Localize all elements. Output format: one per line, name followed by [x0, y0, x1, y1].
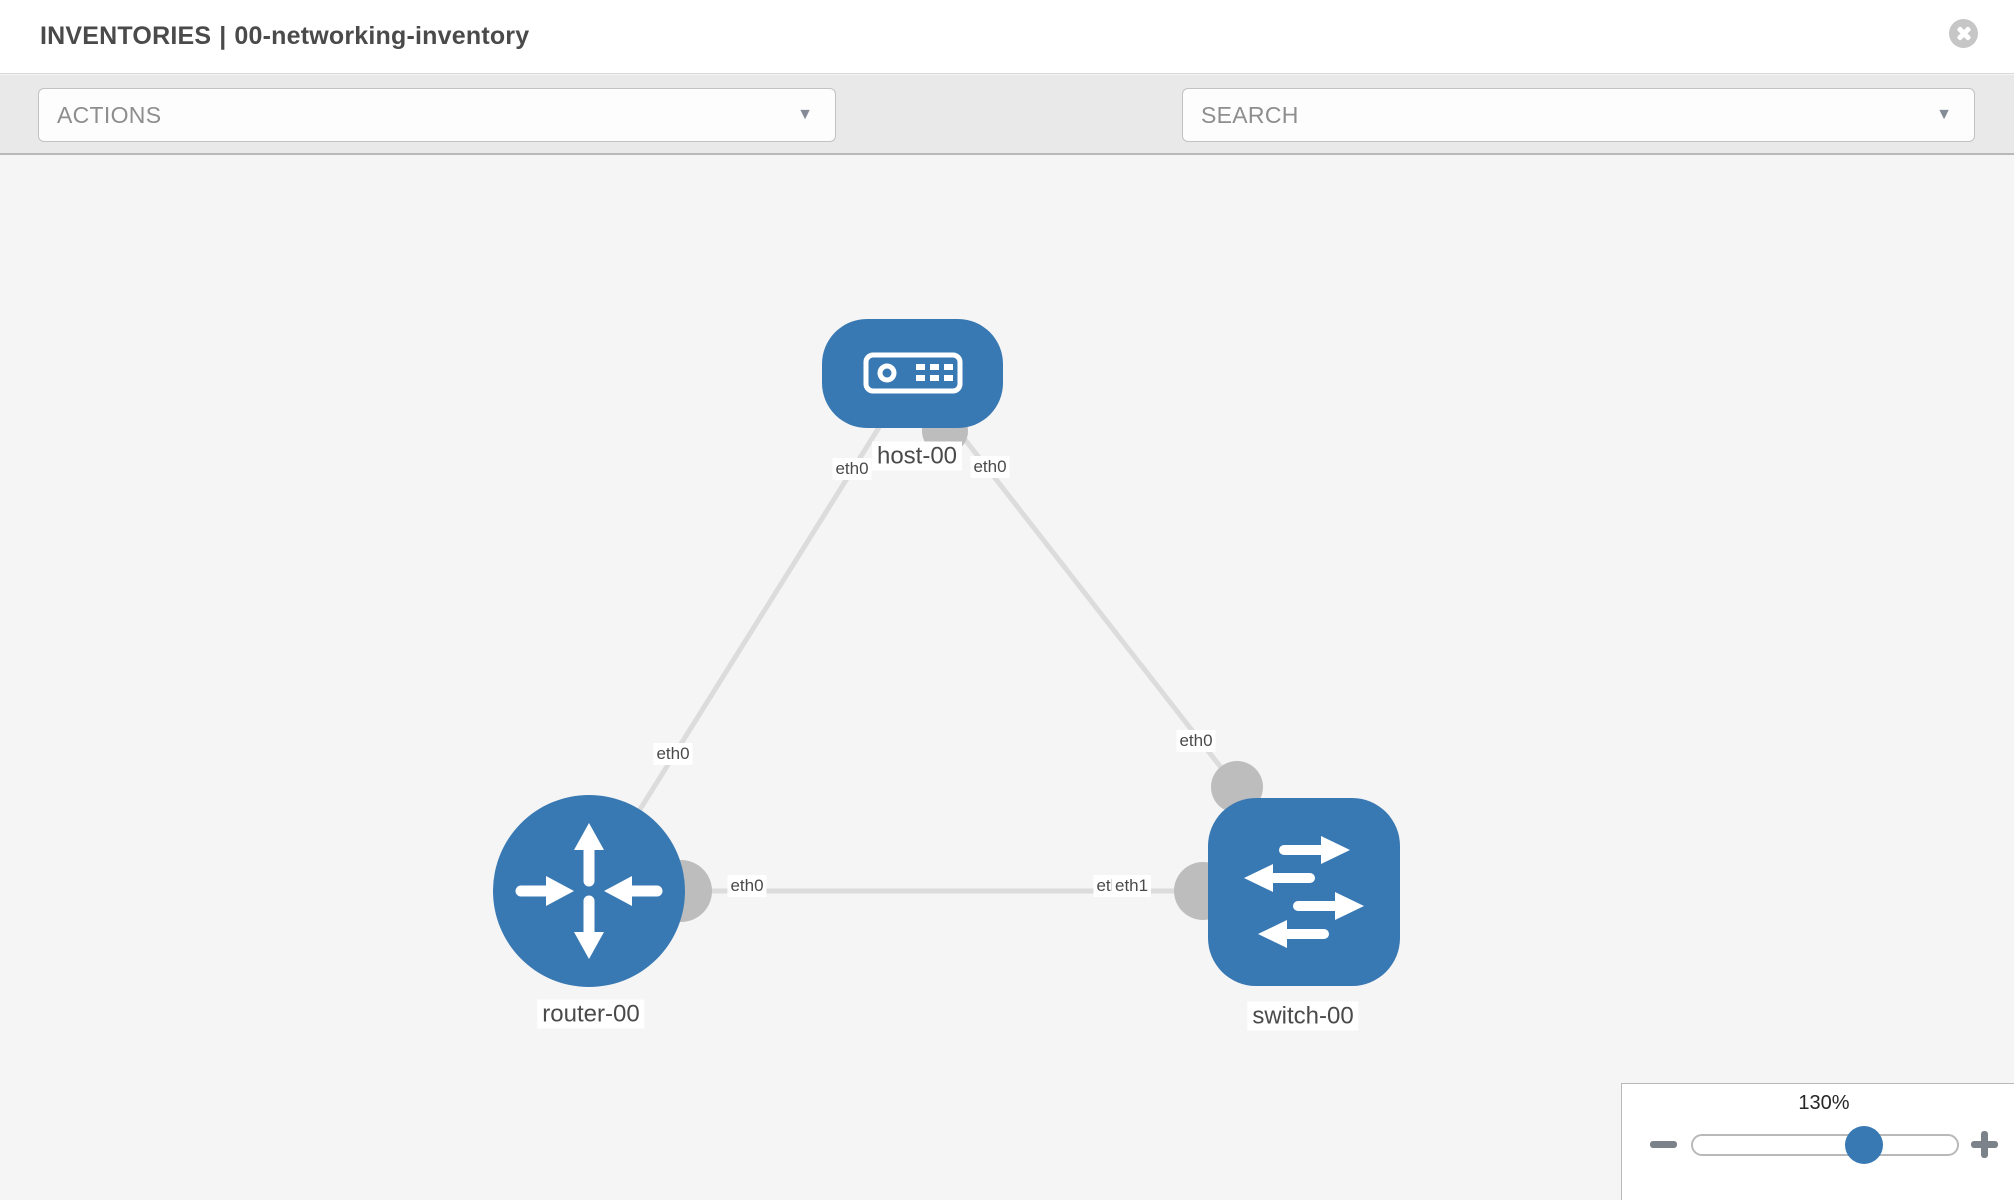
topology-canvas[interactable]: eth0 host-00 eth0 eth0 eth0 eth0 eth0 et…	[0, 156, 2014, 1200]
breadcrumb-section: INVENTORIES	[40, 22, 212, 50]
chevron-down-icon: ▼	[797, 106, 813, 123]
node-switch-00[interactable]	[1208, 798, 1400, 986]
node-label-router: router-00	[537, 999, 645, 1029]
switch-icon	[1244, 836, 1364, 948]
search-dropdown[interactable]: SEARCH ▼	[1182, 88, 1975, 142]
close-button[interactable]	[1949, 19, 1978, 48]
actions-dropdown-label: ACTIONS	[57, 102, 162, 128]
toolbar: ACTIONS ▼ SEARCH ▼	[0, 75, 2014, 211]
interface-label-switch-top: eth0	[1176, 730, 1216, 752]
node-label-host: host-00	[871, 441, 963, 471]
page-title: INVENTORIES|00-networking-inventory	[40, 22, 529, 51]
interface-connectors	[650, 408, 1263, 922]
header: INVENTORIES|00-networking-inventory	[0, 0, 2014, 74]
search-dropdown-label: SEARCH	[1201, 102, 1299, 128]
interface-label-router-right: eth0	[727, 875, 767, 897]
link-host-switch[interactable]	[911, 371, 1239, 790]
interface-label-host-right: eth0	[970, 456, 1010, 478]
zoom-slider-track[interactable]	[1691, 1134, 1959, 1156]
zoom-level-value: 130%	[1798, 1092, 1850, 1114]
interface-label-router-top: eth0	[653, 743, 693, 765]
node-router-00[interactable]	[493, 795, 685, 987]
breadcrumb-separator: |	[219, 22, 227, 50]
interface-label-switch-left-eth1: eth1	[1112, 875, 1152, 897]
inventory-name: 00-networking-inventory	[234, 22, 530, 50]
host-icon	[863, 352, 963, 394]
plus-icon	[1981, 1131, 1988, 1158]
node-host-00[interactable]	[822, 319, 1003, 428]
zoom-control-panel: 130%	[1621, 1083, 2014, 1200]
router-icon	[515, 823, 663, 959]
interface-label-host-left: eth0	[832, 458, 872, 480]
node-label-switch: switch-00	[1247, 1001, 1359, 1031]
actions-dropdown[interactable]: ACTIONS ▼	[38, 88, 836, 142]
zoom-slider-thumb[interactable]	[1845, 1126, 1883, 1164]
zoom-in-button[interactable]	[1971, 1131, 1998, 1158]
chevron-down-icon: ▼	[1936, 106, 1952, 123]
zoom-out-button[interactable]	[1650, 1141, 1677, 1148]
